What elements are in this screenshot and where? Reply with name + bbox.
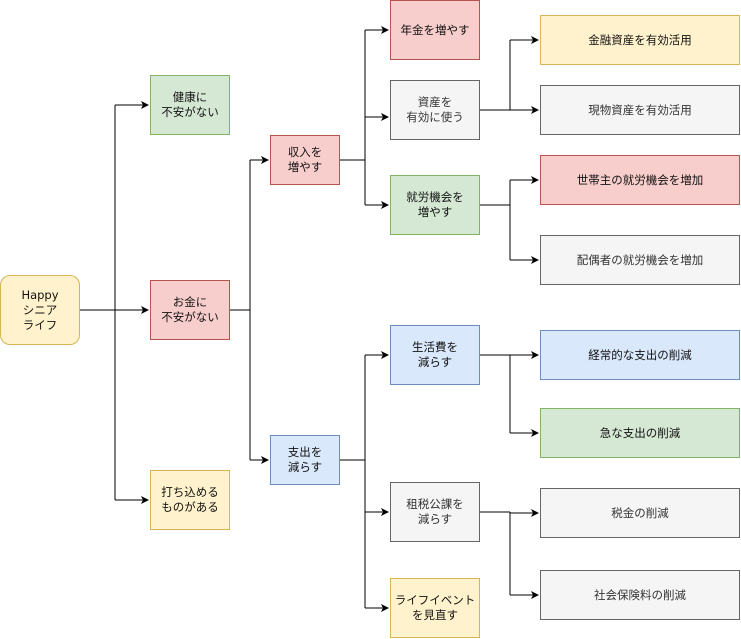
node-passion[interactable]: 打ち込める ものがある xyxy=(150,470,230,530)
node-happy-senior-life[interactable]: Happy シニア ライフ xyxy=(0,275,80,345)
node-tax-cut[interactable]: 税金の削減 xyxy=(540,488,740,538)
node-pension[interactable]: 年金を増やす xyxy=(390,0,480,60)
node-financial-assets[interactable]: 金融資産を有効活用 xyxy=(540,15,740,65)
node-physical-assets[interactable]: 現物資産を有効活用 xyxy=(540,85,740,135)
node-life-event[interactable]: ライフイベント を見直す xyxy=(390,578,480,638)
node-insurance-cut[interactable]: 社会保険料の削減 xyxy=(540,570,740,620)
node-living-cost[interactable]: 生活費を 減らす xyxy=(390,325,480,385)
node-money[interactable]: お金に 不安がない xyxy=(150,280,230,340)
node-increase-income[interactable]: 収入を 増やす xyxy=(270,135,340,185)
node-work[interactable]: 就労機会を 増やす xyxy=(390,175,480,235)
node-spouse-work[interactable]: 配偶者の就労機会を増加 xyxy=(540,235,740,285)
node-reduce-expense[interactable]: 支出を 減らす xyxy=(270,435,340,485)
node-head-work[interactable]: 世帯主の就労機会を増加 xyxy=(540,155,740,205)
node-recurring-expense[interactable]: 経常的な支出の削減 xyxy=(540,330,740,380)
node-assets[interactable]: 資産を 有効に使う xyxy=(390,80,480,140)
node-sudden-expense[interactable]: 急な支出の削減 xyxy=(540,408,740,458)
node-health[interactable]: 健康に 不安がない xyxy=(150,75,230,135)
node-tax[interactable]: 租税公課を 減らす xyxy=(390,482,480,542)
